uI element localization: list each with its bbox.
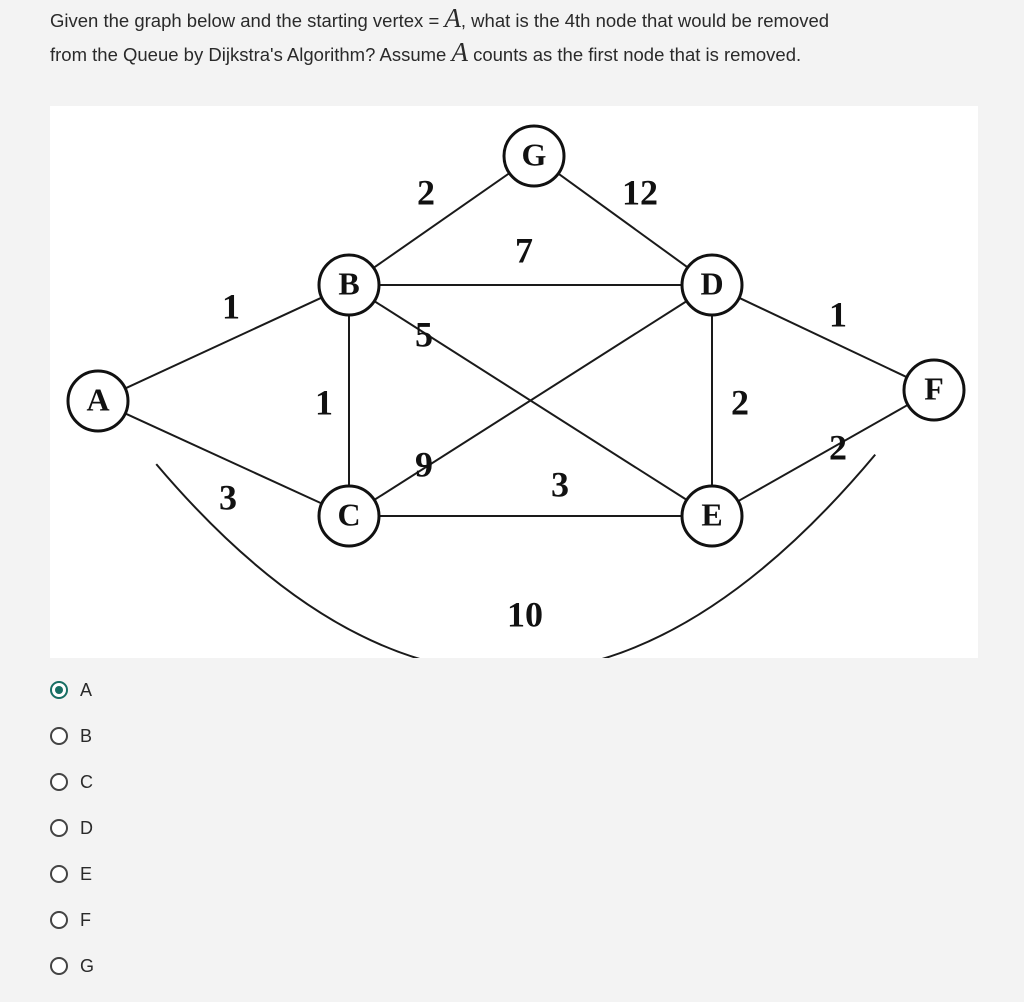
edge-c-d <box>373 300 688 501</box>
question-text-part: , what is the 4th node that would be rem… <box>460 10 830 31</box>
option-label: E <box>80 863 93 884</box>
question-text-part: counts as the first node that is removed… <box>467 44 802 65</box>
node-label-b: B <box>338 265 359 301</box>
option-c[interactable]: C <box>50 768 250 796</box>
edge-weight-a-f: 10 <box>507 594 543 634</box>
node-label-e: E <box>701 496 722 532</box>
edge-d-f <box>738 296 908 379</box>
option-label: G <box>80 955 95 976</box>
edge-weight-d-e: 2 <box>731 382 749 422</box>
edge-weight-b-e: 5 <box>415 314 433 354</box>
edge-a-b <box>124 296 323 390</box>
question-text-part: Given the graph below and the starting v… <box>50 10 445 31</box>
node-f <box>902 358 966 422</box>
edge-weight-c-d: 9 <box>415 444 433 484</box>
question-text-part: from the Queue by Dijkstra's Algorithm? … <box>50 44 452 65</box>
start-vertex-variable: A <box>444 3 461 33</box>
edge-weight-g-d: 12 <box>622 172 658 212</box>
node-label-c: C <box>337 496 360 532</box>
radio-unselected-icon[interactable] <box>50 957 68 975</box>
first-vertex-variable: A <box>451 37 468 67</box>
edge-weight-b-c: 1 <box>315 382 333 422</box>
node-label-d: D <box>700 265 723 301</box>
edge-weight-e-f: 2 <box>829 427 847 467</box>
radio-unselected-icon[interactable] <box>50 819 68 837</box>
node-label-f: F <box>924 370 944 406</box>
edge-weight-a-c: 3 <box>219 477 237 517</box>
node-b <box>317 253 381 317</box>
option-label: B <box>80 725 93 746</box>
node-a <box>66 369 130 433</box>
radio-unselected-icon[interactable] <box>50 865 68 883</box>
option-d[interactable]: D <box>50 814 250 842</box>
option-label: C <box>80 771 93 792</box>
option-label: A <box>80 679 93 700</box>
option-label: F <box>80 909 91 930</box>
node-label-g: G <box>522 136 547 172</box>
edge-a-c <box>124 412 323 505</box>
question-line-1: Given the graph below and the starting v… <box>50 4 1000 38</box>
option-label: D <box>80 817 93 838</box>
edge-g-d <box>557 172 689 269</box>
radio-unselected-icon[interactable] <box>50 773 68 791</box>
node-label-a: A <box>86 381 109 417</box>
radio-selected-icon[interactable] <box>50 681 68 699</box>
option-f[interactable]: F <box>50 906 250 934</box>
option-e[interactable]: E <box>50 860 250 888</box>
option-a[interactable]: A <box>50 676 250 704</box>
edge-weight-a-b: 1 <box>222 286 240 326</box>
edge-weight-d-f: 1 <box>829 294 847 334</box>
edge-weight-b-d: 7 <box>515 230 533 270</box>
node-c <box>317 484 381 548</box>
radio-unselected-icon[interactable] <box>50 911 68 929</box>
option-g[interactable]: G <box>50 952 250 980</box>
question-text: Given the graph below and the starting v… <box>50 4 1000 72</box>
node-g <box>502 124 566 188</box>
edge-e-f <box>737 403 909 503</box>
edge-weight-b-g: 2 <box>417 172 435 212</box>
edge-a-f <box>155 453 876 658</box>
node-e <box>680 484 744 548</box>
edge-b-g <box>373 172 510 269</box>
node-d <box>680 253 744 317</box>
edge-weight-c-e: 3 <box>551 464 569 504</box>
option-b[interactable]: B <box>50 722 250 750</box>
radio-unselected-icon[interactable] <box>50 727 68 745</box>
question-line-2: from the Queue by Dijkstra's Algorithm? … <box>50 38 1000 72</box>
